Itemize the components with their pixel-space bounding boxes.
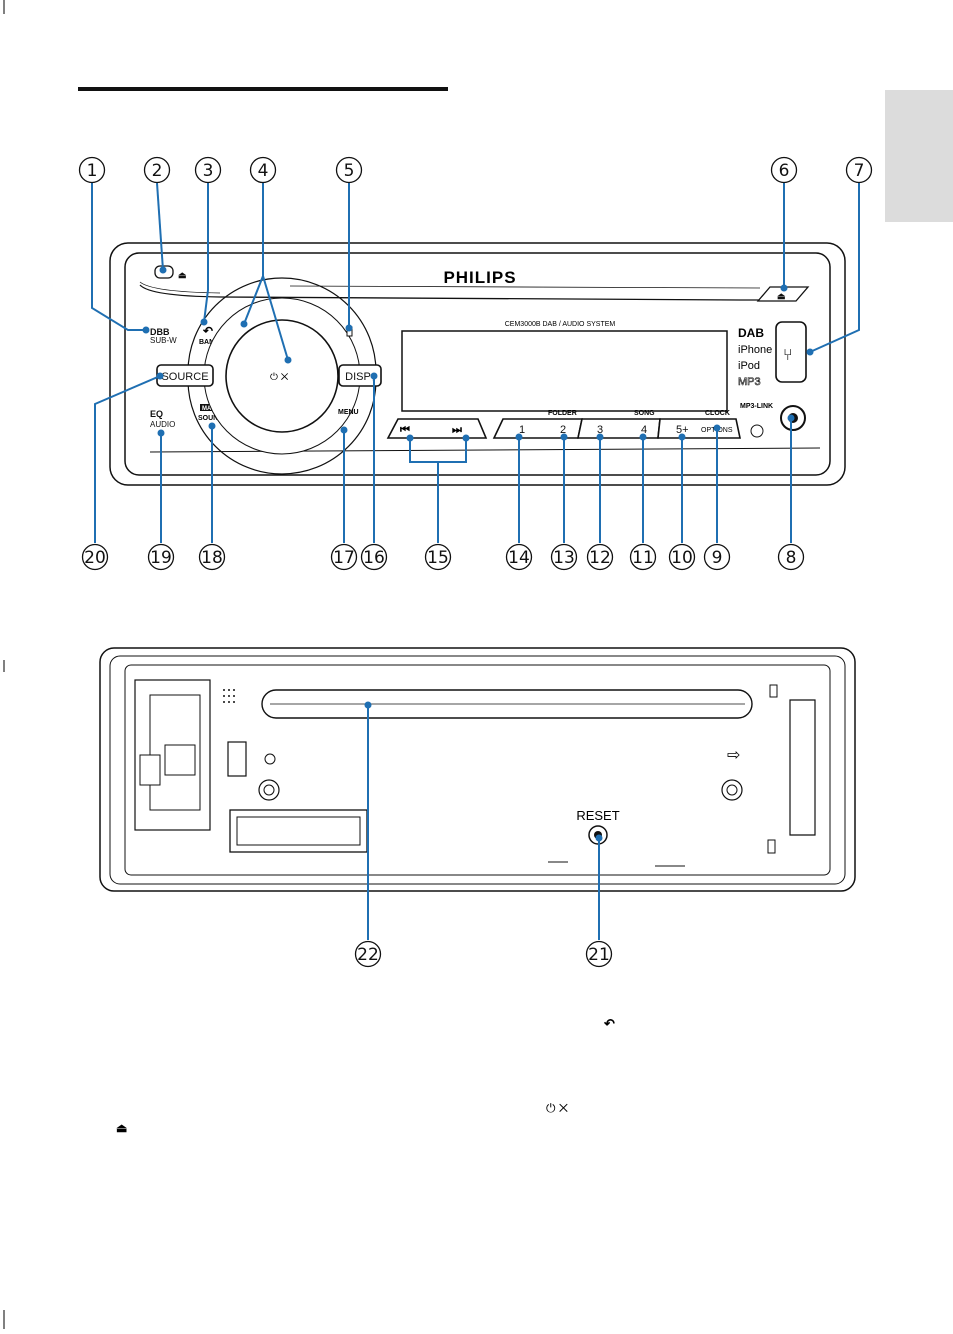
callout-13: 13 — [552, 545, 577, 570]
svg-text:22: 22 — [357, 945, 379, 965]
ir-sensor — [751, 425, 763, 437]
svg-text:18: 18 — [201, 548, 223, 568]
svg-text:3: 3 — [203, 161, 214, 181]
header-rule — [78, 87, 448, 91]
label-ipod: iPod — [738, 360, 760, 372]
callout-15: 15 — [426, 545, 451, 570]
lcd-display — [402, 331, 727, 411]
label-mp3link: MP3-LINK — [740, 403, 773, 410]
callout-2: 2 — [145, 158, 170, 183]
callout-9: 9 — [705, 545, 730, 570]
preset-button-3-4[interactable] — [578, 419, 660, 438]
callout-14: 14 — [507, 545, 532, 570]
callout-10: 10 — [670, 545, 695, 570]
svg-text:17: 17 — [333, 548, 355, 568]
callout-20: 20 — [83, 545, 108, 570]
svg-text:4: 4 — [258, 161, 269, 181]
label-mp3: MP3 — [738, 376, 761, 388]
eject-icon-2: ⏏ — [116, 1121, 128, 1135]
source-label: SOURCE — [161, 371, 208, 383]
label-audio: AUDIO — [150, 420, 175, 429]
callout-22: 22 — [356, 942, 381, 967]
arrow-icon: ⇨ — [727, 747, 740, 764]
prev-icon: ⏮ — [400, 424, 410, 436]
label-menu: MENU — [338, 409, 359, 416]
callout-3: 3 — [196, 158, 221, 183]
callout-5: 5 — [337, 158, 362, 183]
svg-text:7: 7 — [854, 161, 865, 181]
svg-text:16: 16 — [363, 548, 385, 568]
eject-icon: ⏏ — [777, 291, 786, 301]
preset-button-1-2[interactable] — [494, 419, 582, 438]
label-eq: EQ — [150, 409, 163, 419]
svg-text:11: 11 — [632, 548, 654, 568]
callout-11: 11 — [631, 545, 656, 570]
svg-text:19: 19 — [150, 548, 172, 568]
svg-text:13: 13 — [553, 548, 575, 568]
power-mute-icon-2: ⏻ ✕ — [546, 1101, 568, 1115]
svg-text:15: 15 — [427, 548, 449, 568]
callout-16: 16 — [362, 545, 387, 570]
back-icon: ↶ — [202, 324, 213, 338]
side-tab — [885, 90, 953, 222]
label-clock: CLOCK — [705, 410, 730, 417]
callout-12: 12 — [588, 545, 613, 570]
svg-text:1: 1 — [87, 161, 98, 181]
release-icon: ⏏ — [178, 270, 187, 280]
callout-19: 19 — [149, 545, 174, 570]
svg-text:20: 20 — [84, 548, 106, 568]
svg-text:21: 21 — [588, 945, 610, 965]
callout-6: 6 — [772, 158, 797, 183]
disp-label: DISP — [345, 371, 371, 383]
callout-18: 18 — [200, 545, 225, 570]
label-iphone: iPhone — [738, 344, 772, 356]
next-icon: ⏭ — [452, 424, 462, 436]
reset-label: RESET — [576, 808, 619, 823]
label-subw: SUB-W — [150, 336, 177, 345]
callout-21: 21 — [587, 942, 612, 967]
back-panel: ⇨ RESET — [100, 648, 855, 891]
label-song: SONG — [634, 410, 655, 417]
back-arrow-icon: ↶ — [603, 1016, 615, 1031]
callout-8: 8 — [779, 545, 804, 570]
svg-text:10: 10 — [671, 548, 693, 568]
model-label: CEM3000B DAB / AUDIO SYSTEM — [505, 321, 616, 328]
callout-7: 7 — [847, 158, 872, 183]
label-folder: FOLDER — [548, 410, 577, 417]
svg-text:2: 2 — [152, 161, 163, 181]
svg-text:5: 5 — [344, 161, 355, 181]
svg-text:8: 8 — [786, 548, 797, 568]
svg-text:12: 12 — [589, 548, 611, 568]
front-panel: ⏏ PHILIPS ⏏ DBB SUB-W ↶ BAND EQ AUDIO MA… — [110, 243, 845, 485]
brand-logo: PHILIPS — [443, 268, 516, 287]
usb-icon: ⑂ — [783, 347, 793, 364]
callout-4: 4 — [251, 158, 276, 183]
svg-text:14: 14 — [508, 548, 530, 568]
callout-17: 17 — [332, 545, 357, 570]
svg-text:9: 9 — [712, 548, 723, 568]
power-mute-icon: ⏻ ✕ — [270, 372, 289, 383]
svg-text:6: 6 — [779, 161, 790, 181]
label-dab: DAB — [738, 326, 764, 340]
callout-1: 1 — [80, 158, 105, 183]
